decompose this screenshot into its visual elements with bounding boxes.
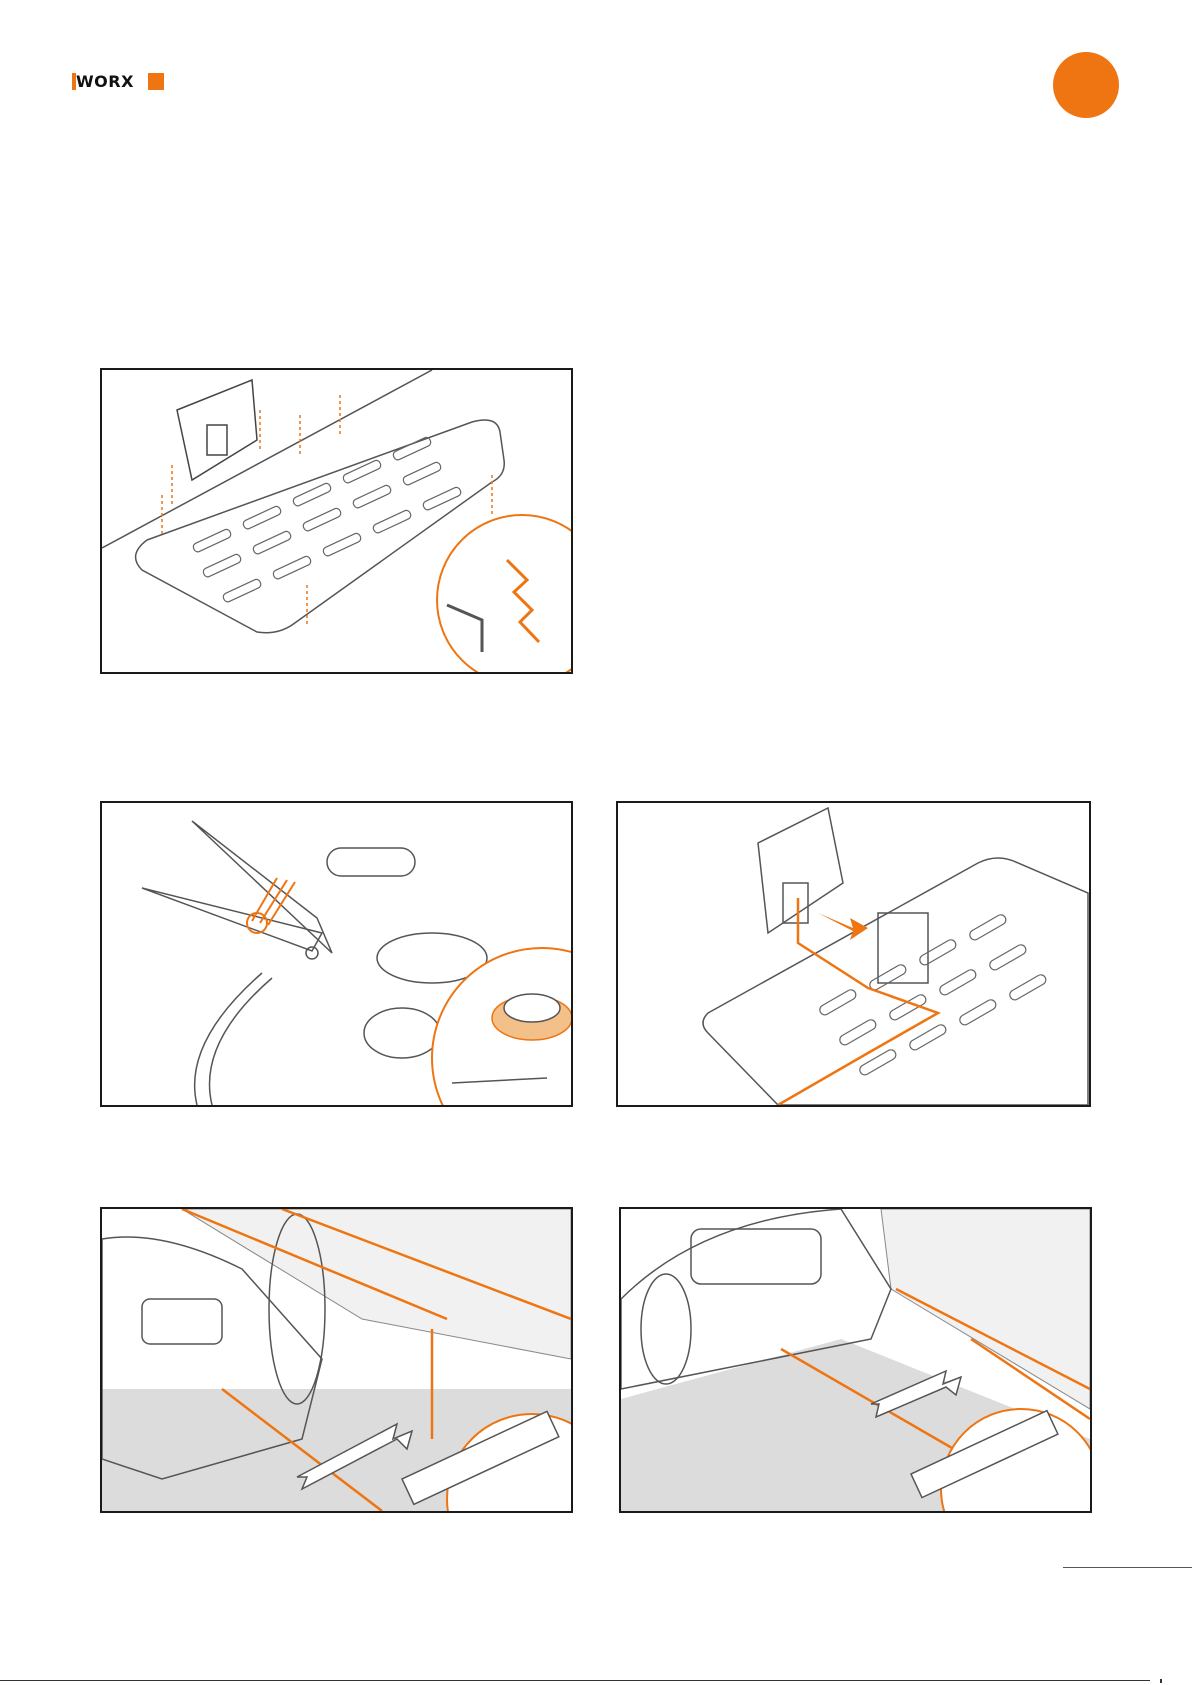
figure-connect-wire [616,801,1091,1107]
figure-wire-distance-wall [100,1207,573,1513]
figure-cut-wire [100,801,573,1107]
figure-wire-distance-path [619,1207,1092,1513]
figure-base-plate-screws [100,368,573,674]
worx-logo: WORX [72,73,164,90]
section-marker-dot [1053,52,1119,118]
bottom-rule [0,1680,1150,1681]
worx-logo-text: WORX [76,72,134,91]
bottom-tick [1160,1679,1162,1683]
footer-rule [1063,1567,1192,1568]
